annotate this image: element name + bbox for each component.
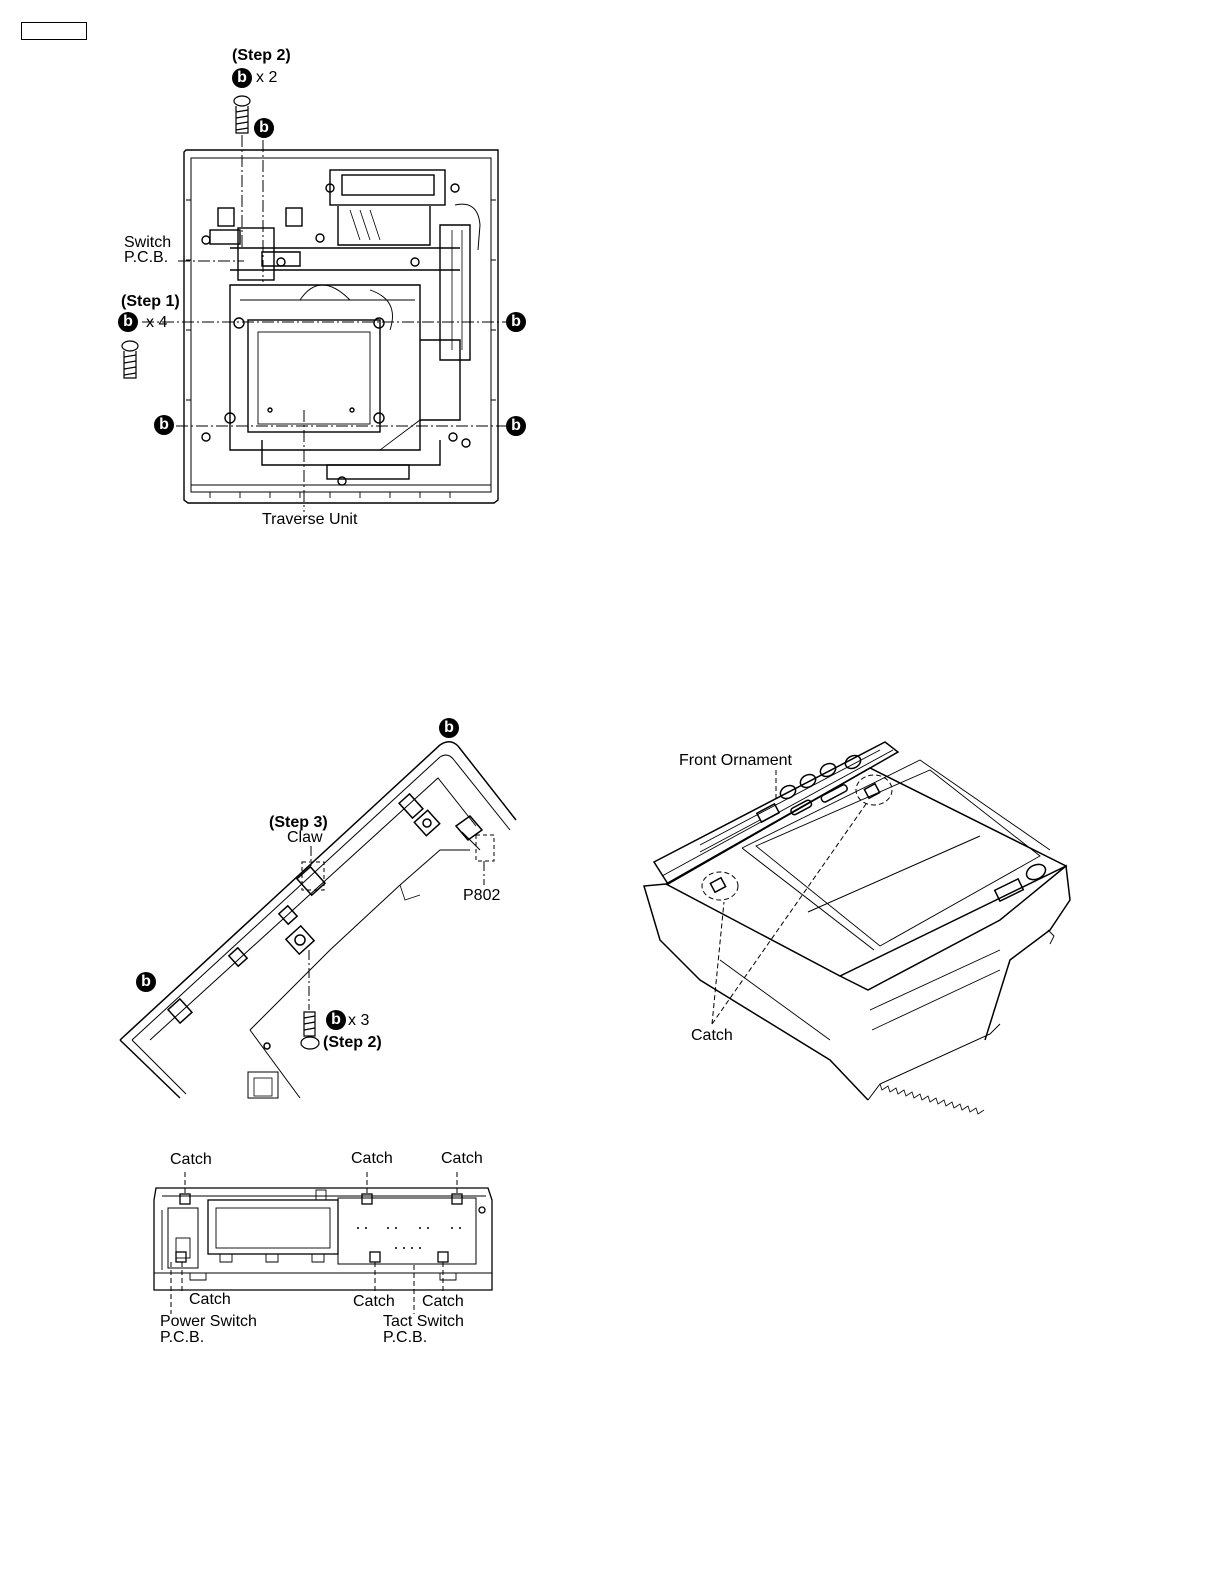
catch-label: Catch — [441, 1151, 483, 1166]
catch-label: Catch — [170, 1152, 212, 1167]
tact-switch-pcb-label-line1: Tact Switch — [383, 1314, 464, 1329]
catch-label: Catch — [351, 1151, 393, 1166]
power-switch-pcb-label-line1: Power Switch — [160, 1314, 257, 1329]
power-switch-pcb-label-line2: P.C.B. — [160, 1330, 204, 1345]
catch-label: Catch — [189, 1292, 231, 1307]
catch-label: Catch — [422, 1294, 464, 1309]
catch-label: Catch — [353, 1294, 395, 1309]
tact-switch-pcb-label-line2: P.C.B. — [383, 1330, 427, 1345]
